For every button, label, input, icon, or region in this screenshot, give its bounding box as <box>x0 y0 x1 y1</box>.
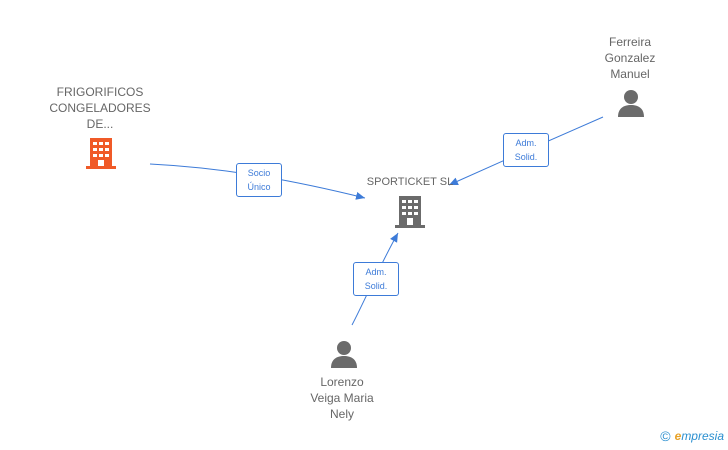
edge-label-adm-lorenzo[interactable]: Adm. Solid. <box>353 262 399 296</box>
person-icon[interactable] <box>329 339 359 369</box>
node-label-ferreira[interactable]: Ferreira Gonzalez Manuel <box>604 35 656 81</box>
brand-name: mpresia <box>681 429 724 443</box>
empresia-logo: © empresia <box>660 428 724 444</box>
edge-label-adm-ferreira[interactable]: Adm. Solid. <box>503 133 549 167</box>
node-label-frigorificos[interactable]: FRIGORIFICOS CONGELADORES DE... <box>49 85 151 131</box>
building-icon[interactable] <box>393 194 427 230</box>
node-label-sporticket[interactable]: SPORTICKET SL <box>366 176 454 188</box>
brand-e: e <box>674 429 682 443</box>
person-icon[interactable] <box>616 88 646 118</box>
edge-label-socio-unico[interactable]: Socio Único <box>236 163 282 197</box>
node-label-lorenzo[interactable]: Lorenzo Veiga Maria Nely <box>310 375 374 421</box>
building-icon[interactable] <box>84 136 118 170</box>
copyright-symbol: © <box>660 428 671 444</box>
